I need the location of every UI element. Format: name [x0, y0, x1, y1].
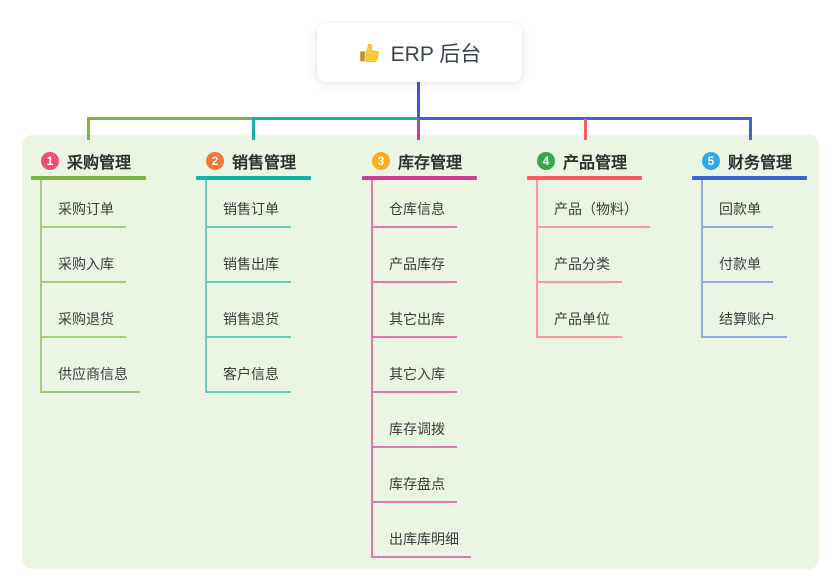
child-node-row: 库存调拨: [373, 393, 477, 448]
child-node[interactable]: 销售出库: [207, 254, 291, 283]
thumbs-up-icon: [359, 43, 379, 62]
child-node-row: 采购入库: [42, 228, 146, 283]
child-node[interactable]: 采购退货: [42, 309, 126, 338]
child-node[interactable]: 产品分类: [538, 254, 622, 283]
branch-label: 库存管理: [398, 155, 463, 172]
child-node-row: 产品库存: [373, 228, 477, 283]
branch-underline: [196, 176, 311, 180]
branch-number-badge: 5: [702, 152, 720, 170]
child-node[interactable]: 回款单: [703, 199, 773, 228]
branch-node: 4 产品管理 产品（物料） 产品分类产品单位: [527, 150, 650, 338]
child-node[interactable]: 其它出库: [373, 309, 457, 338]
branch-title[interactable]: 5 财务管理: [692, 150, 807, 172]
branch-label: 销售管理: [232, 155, 297, 172]
branch-rail-line: [417, 117, 752, 120]
child-node-row: 其它入库: [373, 338, 477, 393]
branch-drop-line: [584, 119, 587, 140]
branch-node: 2 销售管理 销售订单销售出库销售退货客户信息: [196, 150, 311, 393]
branch-rail-line: [87, 117, 253, 120]
child-node-row: 产品（物料）: [538, 180, 650, 228]
branch-drop-line: [87, 119, 90, 140]
branch-title[interactable]: 2 销售管理: [196, 150, 311, 172]
branch-children-list: 仓库信息产品库存其它出库其它入库库存调拨库存盘点出库库明细: [371, 180, 477, 558]
branch-number-badge: 2: [206, 152, 224, 170]
child-node-row: 采购退货: [42, 283, 146, 338]
root-node-label: ERP 后台: [390, 42, 482, 66]
child-node[interactable]: 库存盘点: [373, 474, 457, 503]
child-node-row: 回款单: [703, 180, 807, 228]
branch-children-list: 销售订单销售出库销售退货客户信息: [205, 180, 311, 393]
branch-number-badge: 1: [41, 152, 59, 170]
branch-node: 1 采购管理 采购订单采购入库采购退货供应商信息: [31, 150, 146, 393]
child-node[interactable]: 供应商信息: [42, 364, 140, 393]
root-node[interactable]: ERP 后台: [317, 23, 522, 82]
branch-title[interactable]: 1 采购管理: [31, 150, 146, 172]
child-node-row: 供应商信息: [42, 338, 146, 393]
child-node-row: 客户信息: [207, 338, 311, 393]
child-node-row: 产品单位: [538, 283, 642, 338]
branch-underline: [362, 176, 477, 180]
child-node-row: 销售出库: [207, 228, 311, 283]
branch-title[interactable]: 4 产品管理: [527, 150, 642, 172]
child-node-row: 出库库明细: [373, 503, 477, 558]
child-node[interactable]: 销售退货: [207, 309, 291, 338]
branch-drop-line: [417, 119, 420, 140]
branch-title[interactable]: 3 库存管理: [362, 150, 477, 172]
child-node-row: 采购订单: [42, 180, 146, 228]
child-node[interactable]: 产品单位: [538, 309, 622, 338]
branch-label: 采购管理: [67, 155, 132, 172]
branch-underline: [692, 176, 807, 180]
branch-rail-line: [252, 117, 418, 120]
child-node[interactable]: 采购入库: [42, 254, 126, 283]
branch-children-list: 采购订单采购入库采购退货供应商信息: [40, 180, 146, 393]
child-node[interactable]: 付款单: [703, 254, 773, 283]
child-node[interactable]: 客户信息: [207, 364, 291, 393]
branch-node: 3 库存管理 仓库信息产品库存其它出库其它入库库存调拨库存盘点出库库明细: [362, 150, 477, 558]
child-node-row: 销售订单: [207, 180, 311, 228]
child-node[interactable]: 采购订单: [42, 199, 126, 228]
branch-children-list: 回款单付款单结算账户: [701, 180, 807, 338]
branch-underline: [527, 176, 642, 180]
child-node-row: 仓库信息: [373, 180, 477, 228]
child-node[interactable]: 库存调拨: [373, 419, 457, 448]
branch-drop-line: [749, 119, 752, 140]
branch-label: 财务管理: [728, 155, 793, 172]
child-node-row: 销售退货: [207, 283, 311, 338]
child-node-row: 付款单: [703, 228, 807, 283]
root-connector-line: [417, 82, 420, 118]
child-node-row: 库存盘点: [373, 448, 477, 503]
branch-drop-line: [252, 119, 255, 140]
child-node[interactable]: 产品（物料）: [538, 199, 650, 228]
child-node[interactable]: 产品库存: [373, 254, 457, 283]
branch-number-badge: 4: [537, 152, 555, 170]
child-node[interactable]: 仓库信息: [373, 199, 457, 228]
branch-label: 产品管理: [563, 155, 628, 172]
child-node-row: 产品分类: [538, 228, 642, 283]
child-node[interactable]: 结算账户: [703, 309, 787, 338]
branch-underline: [31, 176, 146, 180]
child-node-row: 结算账户: [703, 283, 807, 338]
branch-children-list: 产品（物料） 产品分类产品单位: [536, 180, 650, 338]
branch-number-badge: 3: [372, 152, 390, 170]
branch-node: 5 财务管理 回款单付款单结算账户: [692, 150, 807, 338]
child-node[interactable]: 销售订单: [207, 199, 291, 228]
branches-background-panel: [22, 135, 819, 569]
child-node-row: 其它出库: [373, 283, 477, 338]
child-node[interactable]: 出库库明细: [373, 529, 471, 558]
child-node[interactable]: 其它入库: [373, 364, 457, 393]
